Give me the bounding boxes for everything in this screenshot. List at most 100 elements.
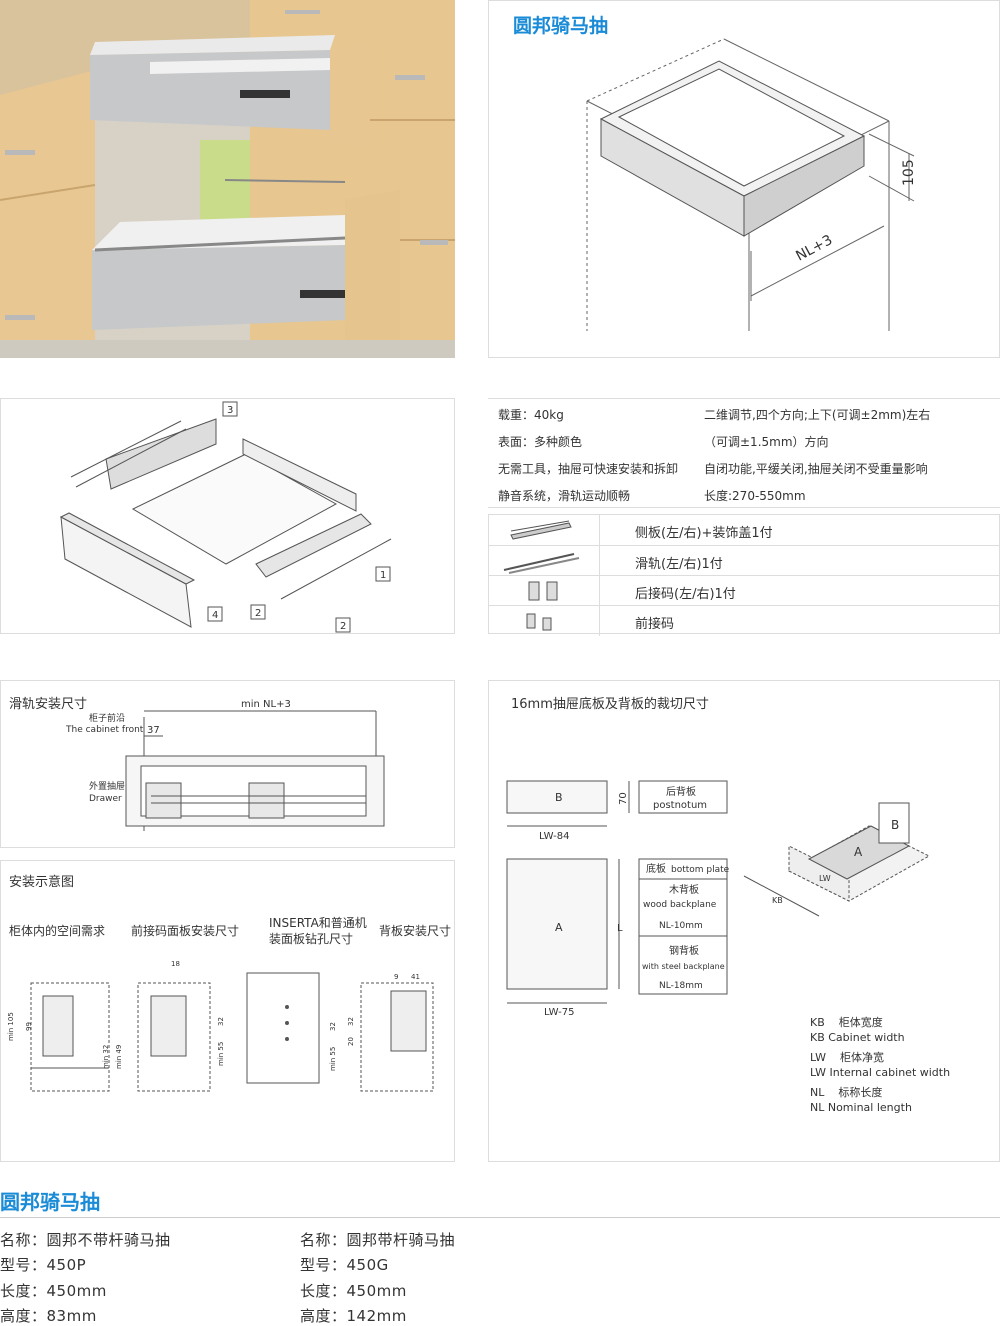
width-dim-label: NL+3 [793,232,835,264]
cut-sizes-title: 16mm抽屉底板及背板的裁切尺寸 [511,697,709,712]
callout-3-box [222,401,238,417]
drawer-en: Drawer [89,794,122,804]
dim-20: 20 [347,1037,355,1046]
install-diagram-title: 安装示意图 [9,875,75,890]
back-cn: 后背板 [666,785,696,798]
divider [0,1217,1000,1218]
cabinet-front-en: The cabinet front [65,725,144,735]
dim-min32: min 32 [102,1045,110,1069]
list-item: 侧板(左/右)+装饰盖1付 [489,515,1000,545]
dim-18: 18 [171,960,180,968]
iso-b: B [891,818,899,832]
front-bracket-icon [526,613,552,631]
specs-table: 载重：40kg 二维调节,四个方向;上下(可调±2mm)左右 表面：多种颜色 （… [488,398,1000,508]
install-diagram-drawing: min 105 99 min 32 min 49 18 32 min 55 32… [7,960,434,1092]
height-dim-label: 105 [901,159,917,186]
iso-a: A [854,845,863,859]
spec-row-right: 自闭功能,平缓关闭,抽屉关闭不受重量影响 [704,462,928,476]
spec-row-right: 长度:270-550mm [704,489,806,503]
callout-4: 4 [212,610,218,621]
product-length-1: 长度：450mm [0,1282,107,1300]
legend-item-en: NL Nominal length [810,1101,912,1114]
dim-9: 9 [394,973,398,981]
dim-32b: 32 [329,1022,337,1031]
rail-install-panel: 滑轨安装尺寸 min NL+3 柜子前沿 The cabinet front 3… [0,680,455,848]
wood-en: wood backplane [643,900,717,910]
nl10: NL-10mm [659,921,703,931]
dim-min55b: min 55 [329,1047,337,1071]
dim-min55a: min 55 [217,1042,225,1066]
legend-item-en: LW Internal cabinet width [810,1066,951,1079]
dim-99: 99 [25,1022,33,1031]
kit-list: 侧板(左/右)+装饰盖1付 滑轨(左/右)1付 后接码(左/右)1付 前接码 [488,514,1000,636]
product-name-2: 名称：圆邦带杆骑马抽 [300,1231,456,1249]
side-panel-icon [510,520,572,540]
list-item: 前接码 [489,605,1000,636]
callout-2a-box [250,604,266,620]
list-item: 滑轨(左/右)1付 [489,545,1000,576]
cabinet-front-cn: 柜子前沿 [89,712,125,724]
label-lw84: LW-84 [539,831,569,842]
label-lw75: LW-75 [544,1007,574,1018]
dim-32a: 32 [217,1017,225,1026]
offset-label: 37 [147,725,160,736]
label-l: L [617,923,623,934]
exploded-view-drawing: 3 1 4 2 2 [59,401,392,633]
kit-item-label: 侧板(左/右)+装饰盖1付 [635,526,773,541]
spec-row-left: 载重：40kg [498,408,564,422]
col1-caption: 柜体内的空间需求 [9,924,106,938]
label-b: B [555,791,563,804]
callout-2a: 2 [255,608,261,619]
callout-4-box [207,606,223,622]
product-length-2: 长度：450mm [300,1282,407,1300]
product-model-1: 型号：450P [0,1256,87,1274]
exploded-view-panel: 3 1 4 2 2 [0,398,455,634]
label-h70: 70 [618,792,629,805]
product-model-2: 型号：450G [300,1256,389,1274]
product-title: 圆邦骑马抽 [0,1190,100,1214]
legend: KB 柜体宽度 KB Cabinet width LW 柜体净宽 LW Inte… [810,1015,950,1115]
legend-item: LW 柜体净宽 [810,1051,884,1064]
kit-item-label: 前接码 [635,617,675,632]
product-name-1: 名称：圆邦不带杆骑马抽 [0,1231,171,1249]
list-item: 后接码(左/右)1付 [489,575,1000,606]
nl18: NL-18mm [659,981,703,991]
callout-2b: 2 [340,621,346,632]
kit-item-label: 后接码(左/右)1付 [635,587,736,602]
spec-row-left: 无需工具，抽屉可快速安装和拆卸 [498,462,679,476]
iso-drawer-panel: 圆邦骑马抽 105 NL+3 [488,0,1000,358]
spec-row-right: （可调±1.5mm）方向 [704,435,829,449]
legend-item: NL 标称长度 [810,1086,883,1099]
wood-cn: 木背板 [669,883,699,896]
cut-sizes-drawing: B 70 后背板 postnotum LW-84 A L 底板 bottom p… [506,780,931,1018]
kit-item-label: 滑轨(左/右)1付 [635,557,723,572]
header-title: 圆邦骑马抽 [513,15,609,37]
spec-row-right: 二维调节,四个方向;上下(可调±2mm)左右 [704,408,931,422]
dim-32c: 32 [347,1017,355,1026]
drawer-cn: 外置抽屉 [89,780,125,792]
cut-sizes-panel: 16mm抽屉底板及背板的裁切尺寸 B 70 后背板 postnotum LW-8… [488,680,1000,1162]
col3-caption-b: 装面板钻孔尺寸 [269,932,354,946]
spec-row-left: 表面：多种颜色 [498,435,583,449]
rail-install-title: 滑轨安装尺寸 [9,697,88,712]
col2-caption: 前接码面板安装尺寸 [131,924,240,938]
dim-min105: min 105 [7,1012,15,1041]
callout-2b-box [335,617,351,633]
iso-drawer-drawing: 105 NL+3 [586,38,917,331]
dim-41: 41 [411,973,420,981]
bottom-cn: 底板 [646,862,666,875]
steel-en: with steel backplane [642,962,725,971]
product-height-2: 高度：142mm [300,1307,407,1325]
spec-row-left: 静音系统，滑轨运动顺畅 [498,489,631,503]
col4-caption: 背板安装尺寸 [379,924,452,938]
callout-1-box [375,566,391,582]
legend-item-en: KB Cabinet width [810,1031,905,1044]
iso-lw: LW [819,874,831,883]
col3-caption-a: INSERTA和普通机 [269,916,367,930]
rail-install-drawing: min NL+3 柜子前沿 The cabinet front 37 外置抽屉 … [65,699,385,831]
callout-3: 3 [227,405,233,416]
iso-kb: KB [772,896,783,905]
label-a: A [555,921,563,934]
min-nl-label: min NL+3 [241,699,291,710]
legend-item: KB 柜体宽度 [810,1016,883,1029]
